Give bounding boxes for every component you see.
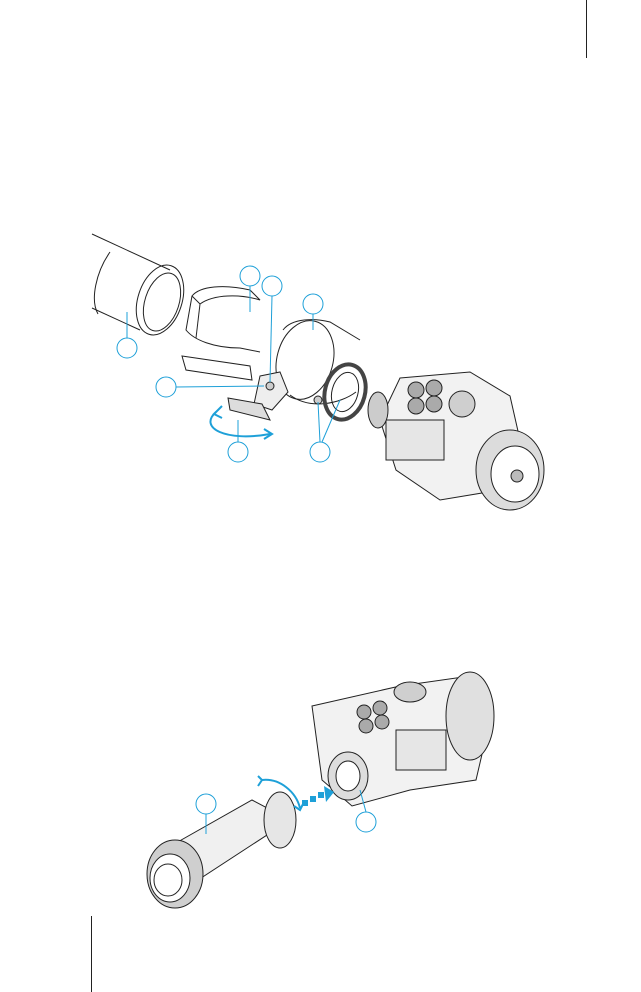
- callout-circle-3: [262, 276, 282, 296]
- callout-circle-6: [228, 442, 248, 462]
- device-body-top-illustration: [368, 372, 544, 510]
- callout-circle-2: [240, 266, 260, 286]
- callout-circle-5: [156, 377, 176, 397]
- callout-circle-1: [117, 338, 137, 358]
- callout-circle-8: [196, 794, 216, 814]
- callout-circle-9: [356, 812, 376, 832]
- eyepiece-illustration: [147, 792, 296, 908]
- insert-arrow: [302, 786, 334, 806]
- callout-circle-7: [310, 442, 330, 462]
- device-body-bottom-illustration: [312, 672, 494, 806]
- callout-circle-4: [303, 294, 323, 314]
- adapter-shim-illustration: [182, 287, 260, 380]
- callouts-top: [117, 266, 340, 462]
- scope-tube-illustration: [92, 234, 192, 341]
